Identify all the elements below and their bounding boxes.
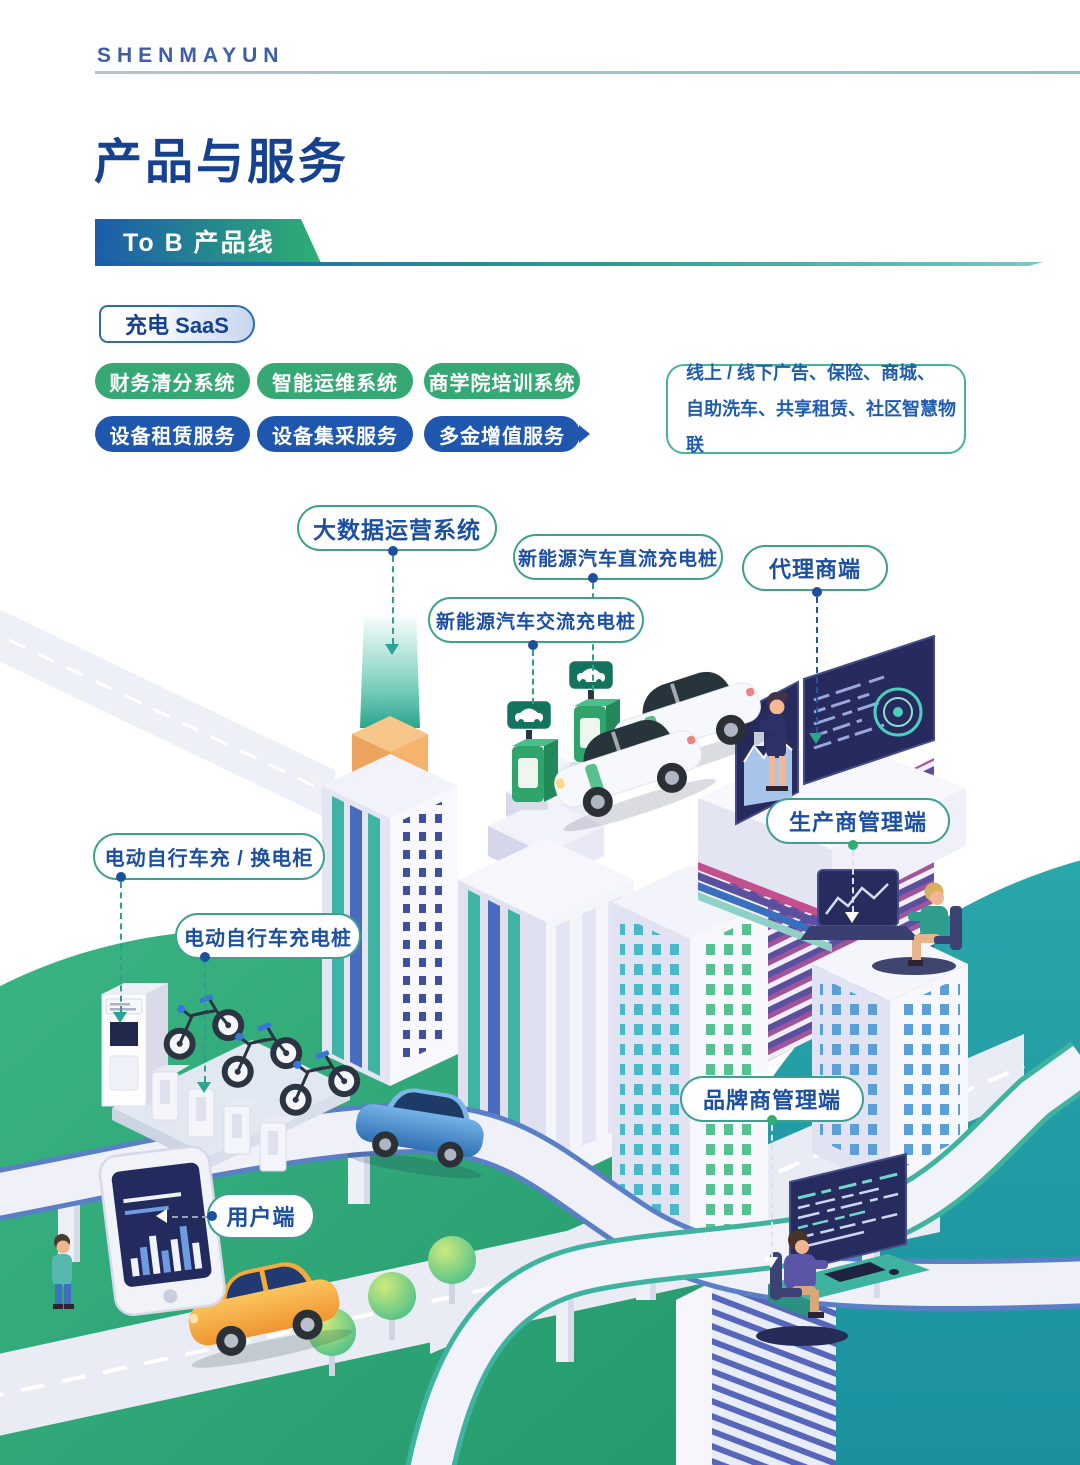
section-banner-rule (95, 262, 1043, 266)
callout-manufacturer-portal: 生产商管理端 (766, 798, 950, 844)
connector-dot (528, 640, 538, 650)
pill-business-school-system: 商学院培训系统 (424, 363, 580, 399)
dashboard-screens (698, 634, 966, 952)
pill-smart-ops-system: 智能运维系统 (257, 363, 413, 399)
pill-finance-clearing-system: 财务清分系统 (95, 363, 250, 399)
logo: SHENMAYUN (97, 44, 285, 67)
value-added-line1: 线上 / 线下广告、保险、商城、 (686, 363, 936, 383)
connector-arrow-left (156, 1209, 167, 1223)
orange-car (188, 1262, 352, 1368)
connector-arrow-down (197, 1082, 211, 1093)
connector-dot (207, 1211, 217, 1221)
ebike-station (101, 983, 367, 1172)
connector-line (204, 962, 206, 1082)
office-building-blue-windows (812, 927, 968, 1190)
brand-workstation (756, 1152, 930, 1346)
connector-arrow-down (809, 733, 823, 744)
charging-saas-tag: 充电 SaaS (99, 305, 255, 343)
connector-line (771, 1125, 773, 1257)
connector-line (532, 650, 534, 704)
connector-arrow-down (764, 1257, 778, 1268)
callout-ev-ac-charger: 新能源汽车交流充电桩 (428, 597, 644, 643)
smartphone-app (52, 1145, 226, 1316)
callout-agent-portal: 代理商端 (742, 545, 888, 591)
logo-underline (95, 71, 1080, 74)
connector-line (172, 1216, 208, 1218)
connector-dot (588, 573, 598, 583)
city-illustration (0, 609, 1080, 1465)
connector-line (120, 882, 122, 1012)
connector-dot (767, 1115, 777, 1125)
pedestrian-person (52, 1234, 74, 1309)
connector-line (392, 556, 394, 644)
connector-dot (200, 952, 210, 962)
connector-arrow-down (113, 1012, 127, 1023)
callout-ev-dc-charger: 新能源汽车直流充电桩 (513, 534, 723, 580)
callout-user-portal: 用户端 (207, 1193, 315, 1239)
pill-equipment-leasing: 设备租赁服务 (95, 416, 250, 452)
manufacturer-workstation (800, 869, 962, 975)
connector-dot (388, 546, 398, 556)
pill-equipment-procurement: 设备集采服务 (257, 416, 413, 452)
callout-ebike-charge-swap-cabinet: 电动自行车充 / 换电柜 (93, 833, 325, 880)
connector-dot (116, 872, 126, 882)
pill-value-added-services: 多金增值服务 (424, 416, 590, 452)
connector-arrow-down (385, 644, 399, 655)
connector-line (816, 597, 818, 733)
blue-car (347, 1088, 484, 1179)
connector-dot (812, 587, 822, 597)
value-added-services-box: 线上 / 线下广告、保险、商城、 自助洗车、共享租赁、社区智慧物联 (666, 363, 966, 455)
connector-arrow-down (845, 912, 859, 923)
data-beam-tower (322, 612, 458, 1086)
value-added-line2: 自助洗车、共享租赁、社区智慧物联 (686, 399, 956, 455)
page-title: 产品与服务 (94, 136, 350, 189)
callout-big-data-platform: 大数据运营系统 (297, 505, 497, 551)
connector-dot (848, 840, 858, 850)
connector-line (852, 850, 854, 912)
upper-highway (0, 609, 336, 822)
section-banner: To B 产品线 (95, 219, 321, 263)
callout-ebike-charging-pile: 电动自行车充电桩 (175, 913, 361, 959)
